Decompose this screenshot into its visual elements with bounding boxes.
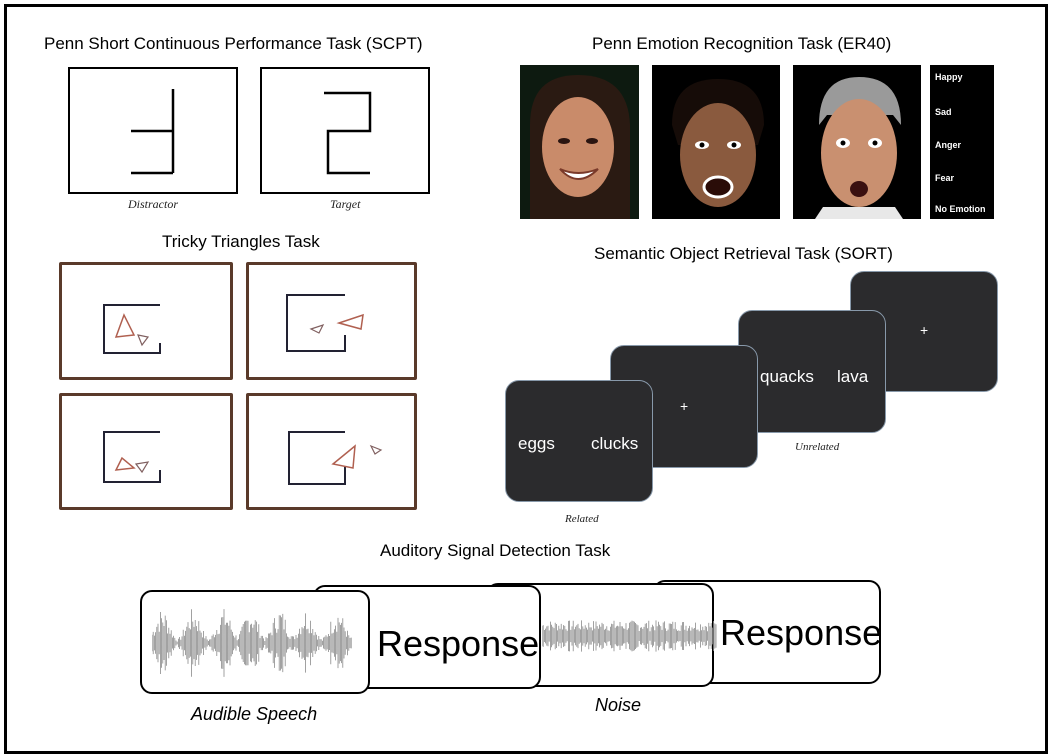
triangles-scene-4-icon [288,431,383,485]
related-word-2: clucks [591,434,639,453]
sort-screen-related: eggs clucks [505,380,653,502]
triangles-scene-2-icon [286,294,364,352]
speech-waveform-icon [152,609,352,677]
er40-option-happy: Happy [935,72,963,82]
scpt-target-caption: Target [330,197,361,211]
target-glyph-icon [324,91,372,175]
response-label-2: Response [720,612,883,653]
unrelated-word-2: lava [837,367,869,386]
noise-caption: Noise [595,695,642,715]
sort-screen-unrelated: quacks lava [738,310,886,433]
speech-caption: Audible Speech [191,704,318,724]
response-label-1: Response [377,623,540,664]
triangles-scene-3-icon [103,431,161,483]
noise-waveform-icon [542,620,717,652]
scpt-distractor-panel [68,67,238,194]
er40-title: Penn Emotion Recognition Task (ER40) [592,34,892,53]
figure-frame [4,4,1048,754]
unrelated-word-1: quacks [760,367,814,386]
face-fear-image [793,65,921,219]
er40-options-panel: Happy Sad Anger Fear No Emotion [930,65,994,219]
er40-option-sad: Sad [935,107,952,117]
sort-title: Semantic Object Retrieval Task (SORT) [594,244,893,263]
triangles-frame-3 [59,393,233,510]
er40-option-anger: Anger [935,140,962,150]
face-anger-image [652,65,780,219]
er40-option-fear: Fear [935,173,955,183]
distractor-glyph-icon [131,89,175,175]
related-word-1: eggs [518,434,555,453]
triangles-frame-2 [246,262,417,380]
triangles-scene-1-icon [103,304,161,354]
fixation-cross: + [920,322,929,338]
sort-related-caption: Related [565,513,599,525]
triangles-title: Tricky Triangles Task [162,232,320,251]
sort-unrelated-caption: Unrelated [795,441,840,453]
er40-option-no-emotion: No Emotion [935,204,986,214]
triangles-frame-1 [59,262,233,380]
asd-title: Auditory Signal Detection Task [380,541,611,560]
scpt-distractor-caption: Distractor [128,197,179,211]
triangles-frame-4 [246,393,417,510]
scpt-target-panel [260,67,430,194]
scpt-title: Penn Short Continuous Performance Task (… [44,34,423,53]
fixation-cross: + [680,398,689,414]
speech-screen [140,590,370,694]
face-happy-image [520,65,639,219]
